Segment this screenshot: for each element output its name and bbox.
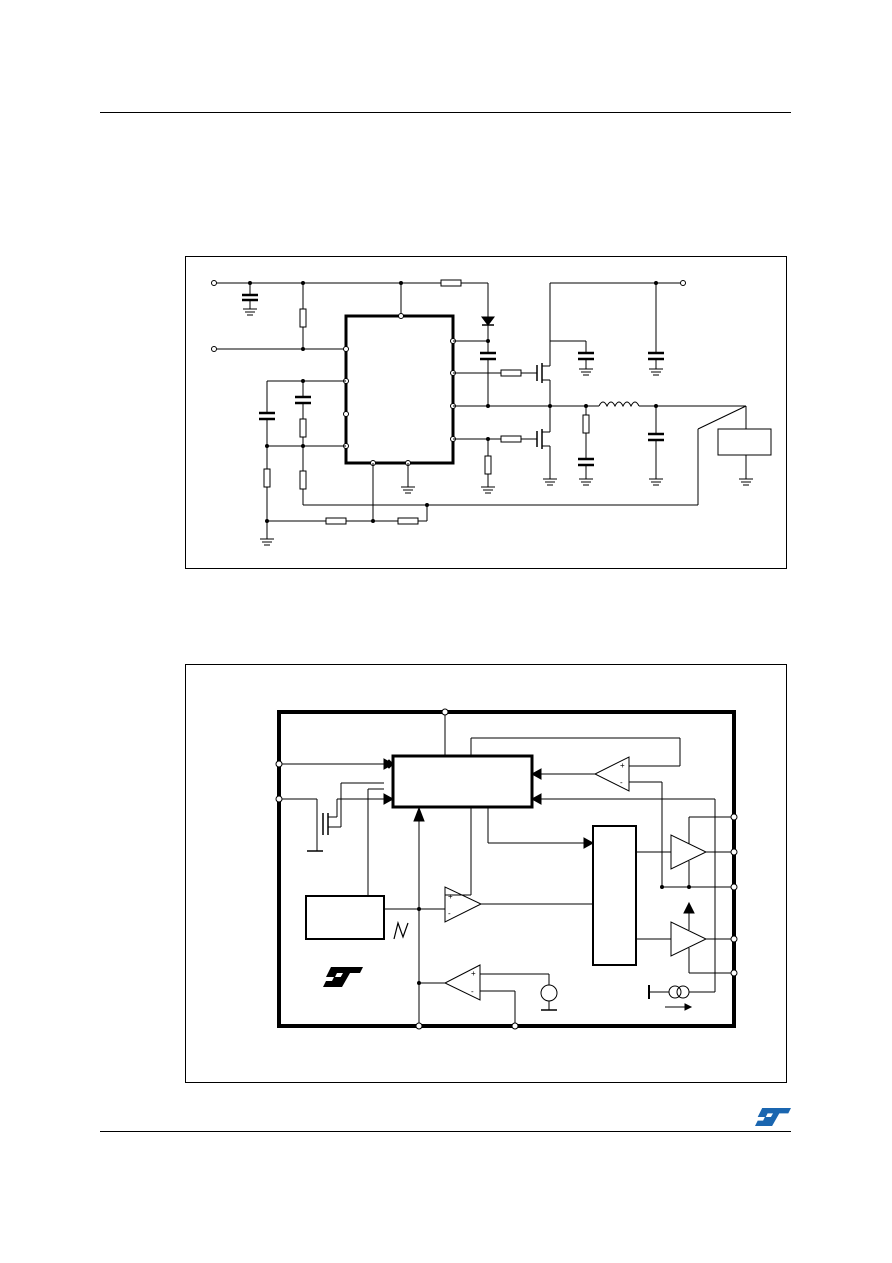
load-block [717,428,772,456]
gate-resistor [500,369,522,377]
svg-text:+: + [620,761,625,770]
resistor [299,308,307,328]
application-schematic [211,279,772,546]
pin [511,1022,519,1030]
chip-outline [277,710,736,1028]
resistor [299,470,307,490]
gate-resistor [500,435,522,443]
vin-terminal [211,280,217,286]
pin [730,883,738,891]
voltage-reference-icon [540,984,558,1002]
comparator-triangle [593,756,630,792]
pin [730,813,738,821]
svg-text:-: - [448,909,451,918]
svg-text:-: - [620,778,623,787]
pin [275,795,283,803]
pin [730,848,738,856]
pin [730,935,738,943]
error-amplifier-triangle [443,964,481,1001]
resistor [440,279,462,287]
svg-text:-: - [471,987,474,996]
resistor [484,455,492,475]
pin [415,1022,423,1030]
vin2-terminal [680,280,686,286]
driver-logic-block [592,825,637,966]
pin [730,969,738,977]
control-logic-block [391,754,534,809]
pin [275,760,283,768]
st-logo [755,1108,791,1126]
oscillator-block [305,895,385,940]
resistor [299,418,307,438]
pin [441,708,449,716]
svg-text:+: + [448,892,453,901]
inductor [598,401,640,408]
resistor [263,468,271,488]
enable-terminal [211,346,217,352]
resistor [397,517,419,525]
header-rule [100,112,791,113]
block-diagram: + - + - [275,708,738,1030]
svg-text:+: + [471,969,476,978]
resistor [582,414,590,434]
block-diagram-figure: + - + - [185,664,787,1083]
application-schematic-figure [185,256,787,569]
controller-ic [344,314,455,465]
bootstrap-diode [481,316,495,326]
st-logo-icon [323,967,363,987]
resistor [325,517,347,525]
sawtooth-icon [393,920,409,940]
footer-rule [100,1131,791,1132]
